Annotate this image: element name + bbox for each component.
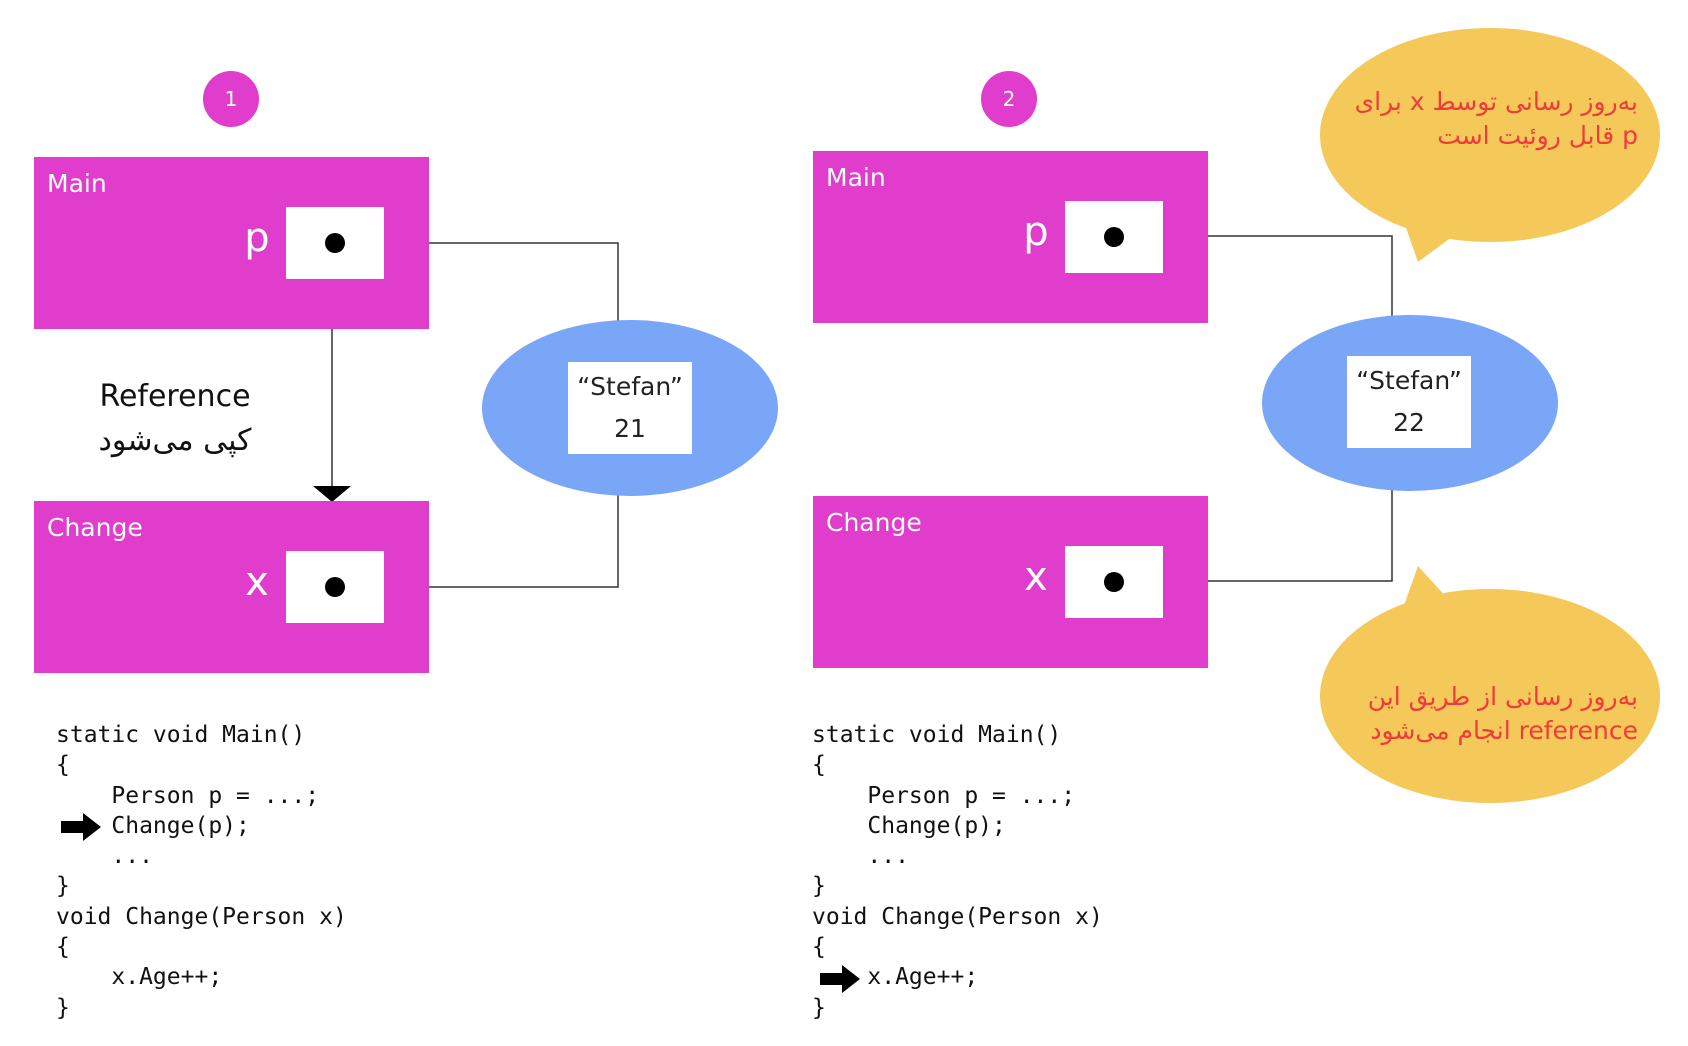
copy-arrow-head — [313, 486, 351, 502]
code-line: x.Age++; — [812, 964, 979, 991]
callout-line: p قابل روئیت است — [1437, 121, 1638, 150]
code-line: { — [56, 752, 70, 779]
code-line: } — [812, 994, 826, 1021]
code-line: Change(p); — [56, 812, 250, 839]
step-badge-1: 1 — [203, 71, 259, 127]
person-age: 22 — [1393, 408, 1425, 437]
code-line: static void Main() — [56, 722, 306, 748]
person-name: “Stefan” — [577, 372, 683, 401]
reference-slot — [1065, 201, 1163, 273]
frame-title: Change — [47, 513, 143, 542]
frame-title: Main — [826, 163, 886, 192]
step-number: 1 — [224, 87, 238, 111]
code-line: x.Age++; — [56, 964, 223, 991]
person-object: “Stefan” 21 — [568, 362, 692, 454]
callout-text-bottom: به‌روز رسانی از طریق این reference انجام… — [1318, 680, 1638, 748]
callout-line: reference انجام می‌شود — [1370, 716, 1638, 745]
code-line: Person p = ...; — [56, 782, 320, 809]
callout-text-top: به‌روز رسانی توسط x برای p قابل روئیت اس… — [1318, 85, 1638, 153]
callout-line: به‌روز رسانی از طریق این — [1367, 682, 1638, 711]
code-line: static void Main() — [812, 722, 1062, 748]
code-line: Change(p); — [812, 812, 1006, 839]
reference-slot — [1065, 546, 1163, 618]
right-arrow-icon — [61, 813, 101, 841]
reference-dot — [1104, 227, 1124, 247]
code-line: Person p = ...; — [812, 782, 1076, 809]
code-line: void Change(Person x) — [812, 903, 1103, 930]
code-line: void Change(Person x) — [56, 903, 347, 930]
code-listing: static void Main() { Person p = ...; Chan… — [56, 720, 347, 1023]
code-line: { — [812, 934, 826, 961]
copy-caption: Reference کپی می‌شود — [80, 375, 270, 463]
frame-title: Change — [826, 508, 922, 537]
code-line: } — [812, 873, 826, 900]
reference-slot — [286, 207, 384, 279]
change-frame: Change x — [813, 496, 1208, 668]
callout-bubble-top — [1320, 28, 1660, 262]
callout-bubble-bottom — [1320, 566, 1660, 803]
reference-slot — [286, 551, 384, 623]
person-object: “Stefan” 22 — [1347, 356, 1471, 448]
main-frame: Main p — [34, 157, 429, 329]
person-age: 21 — [614, 414, 646, 443]
step-badge-2: 2 — [981, 71, 1037, 127]
code-line: } — [56, 873, 70, 900]
reference-dot — [325, 577, 345, 597]
callout-line: به‌روز رسانی توسط x برای — [1354, 87, 1638, 116]
code-line: { — [812, 752, 826, 779]
variable-name: p — [1023, 209, 1049, 255]
code-listing: static void Main() { Person p = ...; Chan… — [812, 720, 1103, 1023]
step-number: 2 — [1002, 87, 1016, 111]
frame-title: Main — [47, 169, 107, 198]
variable-name: x — [245, 559, 269, 605]
caption-line: کپی می‌شود — [98, 423, 252, 458]
caption-line: Reference — [99, 379, 251, 414]
code-line: { — [56, 934, 70, 961]
person-name: “Stefan” — [1356, 366, 1462, 395]
main-frame: Main p — [813, 151, 1208, 323]
code-line: ... — [56, 843, 153, 870]
reference-dot — [1104, 572, 1124, 592]
variable-name: p — [244, 215, 270, 261]
code-line: } — [56, 994, 70, 1021]
variable-name: x — [1024, 554, 1048, 600]
right-arrow-icon — [820, 965, 860, 993]
change-frame: Change x — [34, 501, 429, 673]
reference-dot — [325, 233, 345, 253]
code-line: ... — [812, 843, 909, 870]
